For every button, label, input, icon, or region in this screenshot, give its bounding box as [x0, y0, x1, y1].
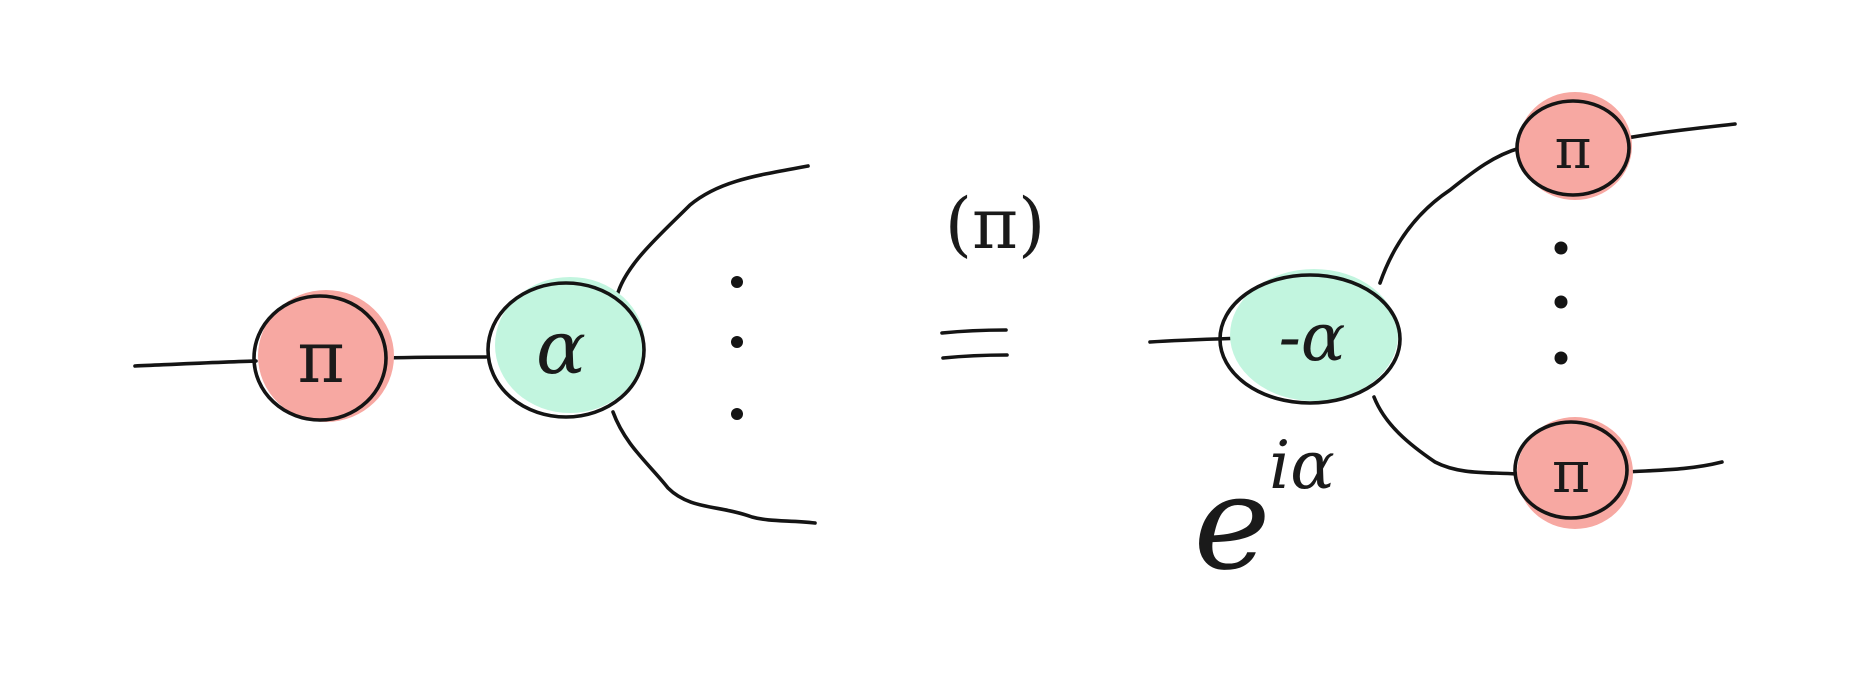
- rhs-diagram: -α π π e iα: [1148, 92, 1737, 599]
- lhs-green-spider-outline: [486, 281, 646, 419]
- rhs-top-wire: [1378, 146, 1522, 285]
- lhs-ellipsis-dot: [731, 276, 743, 288]
- lhs-green-spider-label: α: [536, 305, 586, 391]
- rule-label: (π): [945, 183, 1046, 265]
- rhs-top-red-spider-outline: [1515, 99, 1631, 197]
- rhs-scalar-factor: e iα: [1194, 427, 1335, 599]
- lhs-ellipsis-dot: [731, 408, 743, 420]
- scalar-base: e: [1194, 447, 1271, 599]
- rhs-top-red-spider-label: π: [1555, 117, 1592, 182]
- lhs-red-spider: π: [252, 290, 394, 422]
- scalar-exponent: iα: [1269, 427, 1335, 504]
- lhs-green-spider-fill: [495, 277, 645, 413]
- rhs-green-spider-label: -α: [1279, 299, 1346, 376]
- equals-sign-bottom-bar: [941, 353, 1009, 360]
- lhs-middle-wire: [382, 355, 488, 360]
- rhs-green-spider: -α: [1218, 269, 1402, 405]
- rhs-bottom-output-wire: [1625, 460, 1724, 474]
- rhs-top-output-wire: [1625, 122, 1737, 140]
- lhs-red-spider-outline: [252, 294, 388, 422]
- lhs-diagram: π α: [133, 164, 817, 525]
- rhs-green-spider-fill: [1230, 269, 1398, 401]
- rhs-bottom-red-spider-fill: [1517, 417, 1633, 529]
- lhs-input-wire: [133, 359, 258, 368]
- equals-sign-top-bar: [940, 328, 1008, 335]
- equation-center: (π): [940, 183, 1046, 360]
- rhs-ellipsis-dot: [1554, 295, 1568, 309]
- rhs-bottom-wire: [1372, 395, 1518, 476]
- rhs-bottom-red-spider-outline: [1513, 420, 1629, 520]
- rhs-ellipsis-dot: [1554, 241, 1568, 255]
- rhs-bottom-red-spider: π: [1513, 417, 1633, 529]
- lhs-ellipsis-dot: [731, 336, 743, 348]
- rhs-green-spider-outline: [1218, 273, 1402, 405]
- lhs-red-spider-fill: [258, 290, 394, 422]
- lhs-top-output-wire: [615, 164, 810, 298]
- rhs-top-red-spider: π: [1515, 92, 1632, 200]
- rhs-bottom-red-spider-label: π: [1552, 438, 1590, 506]
- rhs-vertical-ellipsis: [1554, 241, 1568, 365]
- rhs-ellipsis-dot: [1554, 351, 1568, 365]
- rhs-top-red-spider-fill: [1518, 92, 1632, 200]
- lhs-bottom-output-wire: [611, 410, 817, 525]
- lhs-vertical-ellipsis: [731, 276, 743, 420]
- lhs-red-spider-label: π: [297, 315, 344, 399]
- lhs-green-spider: α: [486, 277, 646, 419]
